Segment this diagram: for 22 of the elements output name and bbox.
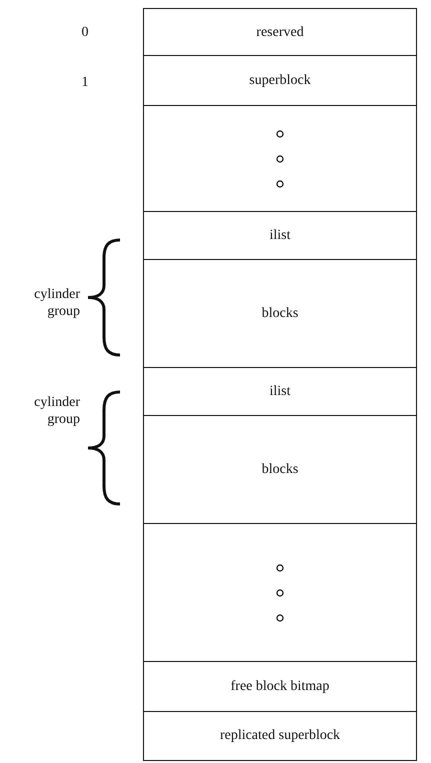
block-row [143,8,417,57]
row-label: blocks [262,306,298,322]
row-label: superblock [249,73,311,89]
block-row [143,711,417,761]
row-label: ilist [269,228,290,244]
row-label: ilist [269,384,290,400]
block-number: 1 [80,74,90,91]
block-row [143,211,417,261]
block-number: 0 [80,24,90,41]
ellipsis-row [143,105,417,213]
group-label: cylinder group [33,286,80,320]
block-row [143,55,417,107]
row-label: blocks [262,462,298,478]
row-label: replicated superblock [220,728,340,744]
group-label: cylinder group [33,394,80,428]
ellipsis-row [143,523,417,663]
block-row [143,367,417,417]
block-row [143,259,417,369]
block-row [143,661,417,713]
row-label: reserved [256,24,304,40]
row-label: free block bitmap [230,679,330,695]
block-row [143,415,417,525]
